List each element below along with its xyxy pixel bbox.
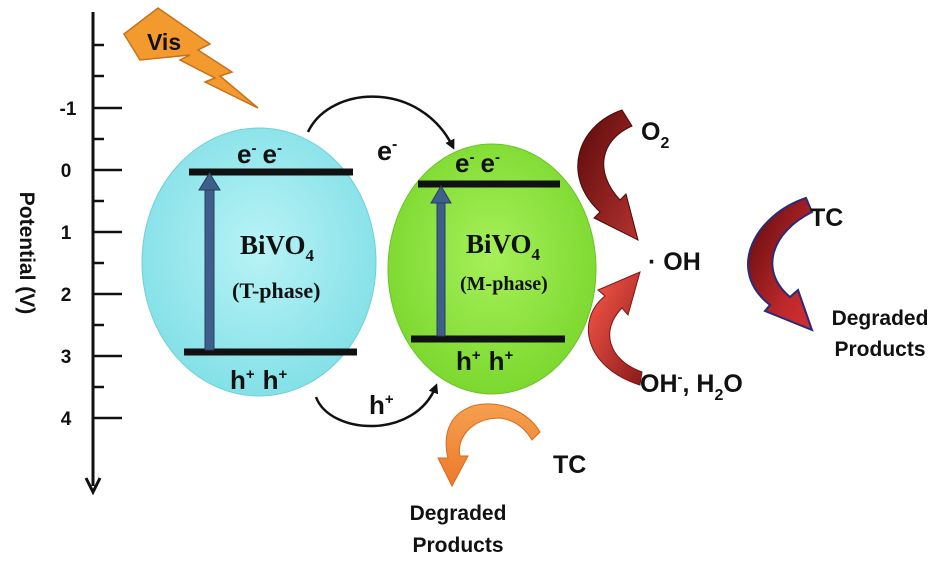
- tc-curved-arrow-bottom: [437, 403, 541, 488]
- oh-water-label: OH-, H2O: [640, 369, 743, 404]
- m-phase-particle: e-e- BiVO4 (M-phase) h+h+: [387, 143, 597, 395]
- m-phase-name: BiVO4: [466, 229, 540, 264]
- axis-title: Potential (V): [15, 192, 38, 315]
- o2-label: O2: [641, 118, 669, 152]
- degraded-products-bottom-line2: Products: [412, 534, 503, 557]
- axis-ticks: [93, 43, 122, 420]
- visible-light-bolt: Vis: [123, 7, 259, 109]
- potential-axis: -1 0 1 2 3 4 Potential (V): [15, 12, 122, 496]
- t-phase-label: (T-phase): [232, 278, 320, 303]
- o2-reaction-arrow: O2: [577, 109, 669, 241]
- oh-curved-arrow: [587, 271, 643, 386]
- tc-label-bottom: TC: [553, 451, 586, 479]
- m-phase-electrons: e-e-: [455, 148, 500, 178]
- t-phase-excitation-arrow: [198, 172, 221, 351]
- vis-label: Vis: [147, 29, 181, 55]
- t-phase-electrons: e-e-: [237, 139, 282, 169]
- m-phase-holes: h+h+: [456, 346, 514, 376]
- hole-transfer-arrow: [314, 383, 439, 428]
- t-phase-holes: h+h+: [230, 365, 288, 395]
- o2-curved-arrow: [577, 109, 639, 241]
- m-phase-label: (M-phase): [460, 273, 548, 295]
- tick-label: 1: [61, 223, 72, 244]
- degraded-products-right-line1: Degraded: [832, 307, 929, 330]
- electron-transfer-label: e-: [377, 136, 397, 166]
- m-phase-excitation-arrow: [430, 185, 452, 337]
- tc-degradation-bottom: TC Degraded Products: [410, 403, 586, 557]
- degraded-products-bottom-line1: Degraded: [410, 502, 507, 525]
- hole-transfer-label: h+: [369, 390, 394, 420]
- degraded-products-right-line2: Products: [834, 338, 925, 361]
- lightning-icon: [123, 7, 259, 109]
- tick-label: 0: [61, 161, 72, 182]
- tc-label-right: TC: [810, 204, 843, 232]
- hole-transfer: h+: [314, 383, 439, 428]
- tc-degradation-right: TC Degraded Products: [747, 196, 929, 361]
- t-phase-name: BiVO4: [240, 230, 314, 265]
- t-phase-particle: e-e- BiVO4 (T-phase) h+h+: [141, 127, 377, 397]
- tick-label: 3: [61, 347, 72, 368]
- tick-label: -1: [60, 99, 77, 120]
- electron-transfer-arrow: [306, 95, 455, 150]
- electron-transfer: e-: [306, 95, 455, 166]
- tick-label: 4: [61, 409, 72, 430]
- tick-label: 2: [61, 285, 72, 306]
- hydroxyl-radical-label: · OH: [648, 248, 701, 276]
- tc-curved-arrow-right: [747, 196, 814, 332]
- axis-arrowhead: [84, 477, 102, 496]
- oh-reaction-arrow: OH-, H2O: [587, 271, 743, 404]
- t-phase-ellipse: [141, 127, 377, 397]
